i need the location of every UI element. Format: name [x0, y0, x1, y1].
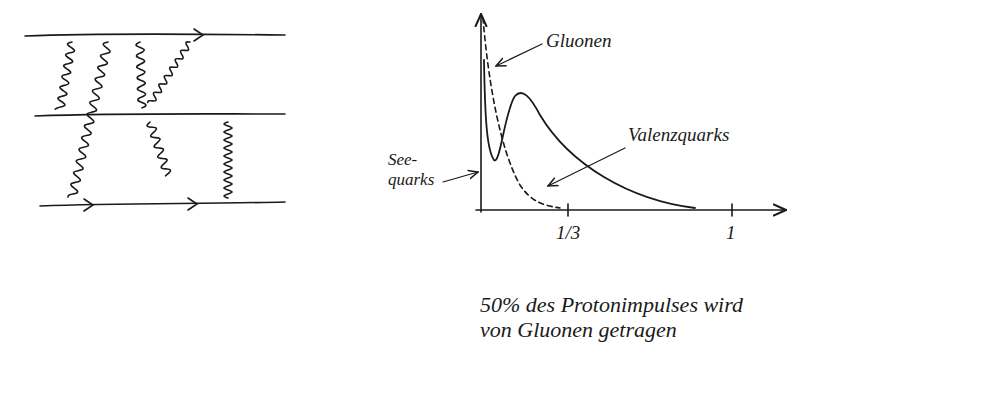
quark-line	[35, 114, 285, 116]
x-axis	[476, 209, 786, 211]
tick	[731, 204, 733, 216]
gluon-line	[147, 122, 171, 176]
quark-arrow	[84, 199, 93, 211]
tick	[567, 204, 569, 216]
leader-line	[548, 148, 625, 186]
leader-line	[496, 44, 542, 66]
quark-line	[40, 202, 285, 206]
tick-label: 1	[726, 222, 746, 244]
curve-label: Gluonen	[546, 30, 656, 52]
quark-arrow	[188, 198, 197, 210]
gluon-line	[55, 42, 74, 109]
axis-label: See- quarks	[388, 150, 446, 189]
tick-label: 1/3	[556, 222, 596, 244]
gluon-line	[68, 42, 110, 197]
gluon-line	[136, 42, 146, 108]
gluon-line	[224, 122, 232, 198]
y-axis	[480, 14, 482, 212]
quark-line	[25, 34, 285, 36]
gluon-line	[148, 42, 190, 103]
curve-label: Valenzquarks	[628, 124, 768, 146]
note: 50% des Protonimpulses wird von Gluonen …	[480, 292, 770, 343]
quark-arrow	[194, 29, 203, 41]
leader-line	[443, 172, 478, 182]
